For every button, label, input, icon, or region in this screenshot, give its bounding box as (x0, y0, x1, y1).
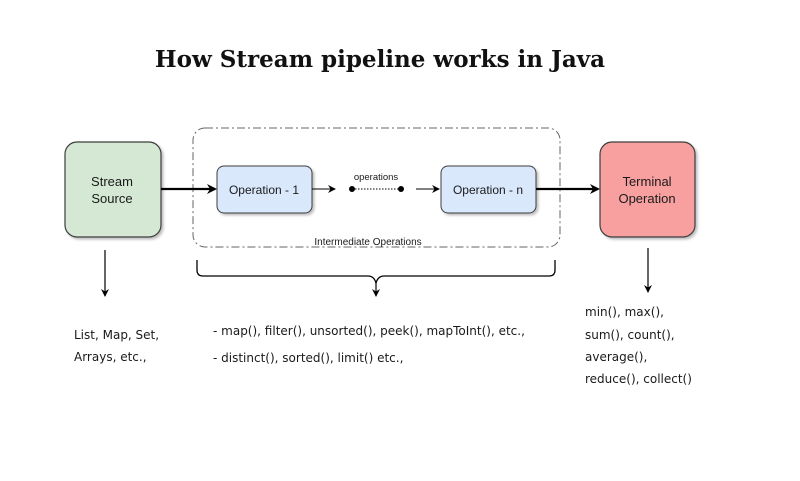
operations-start-dot (349, 186, 355, 192)
terminal-examples-line3: average(), (585, 350, 647, 364)
operation-n-label: Operation - n (453, 183, 523, 197)
stream-source-label-line2: Source (91, 191, 132, 206)
source-examples-line2: Arrays, etc., (74, 350, 147, 364)
terminal-examples-line1: min(), max(), (585, 305, 664, 319)
operation-1-label: Operation - 1 (229, 183, 299, 197)
stream-source-label-line1: Stream (91, 174, 133, 189)
intermediate-operations-label: Intermediate Operations (314, 237, 421, 248)
operations-label: operations (354, 172, 399, 183)
terminal-operation-label-line1: Terminal (622, 174, 671, 189)
terminal-operation-label-line2: Operation (618, 191, 675, 206)
intermediate-examples-line1: - map(), filter(), unsorted(), peek(), m… (213, 324, 525, 338)
intermediate-operations-group (192, 127, 561, 248)
terminal-operation-node: Terminal Operation (599, 141, 696, 238)
operations-end-dot (398, 186, 404, 192)
terminal-examples-line2: sum(), count(), (585, 328, 675, 342)
operation-n-node: Operation - n (440, 165, 537, 214)
terminal-examples-line4: reduce(), collect() (585, 372, 692, 386)
operation-1-node: Operation - 1 (216, 165, 313, 214)
stream-source-node: Stream Source (64, 141, 162, 238)
diagram-title: How Stream pipeline works in Java (155, 46, 605, 73)
intermediate-brace (196, 260, 556, 286)
intermediate-examples-line2: - distinct(), sorted(), limit() etc., (213, 351, 403, 365)
source-examples-line1: List, Map, Set, (74, 328, 159, 342)
